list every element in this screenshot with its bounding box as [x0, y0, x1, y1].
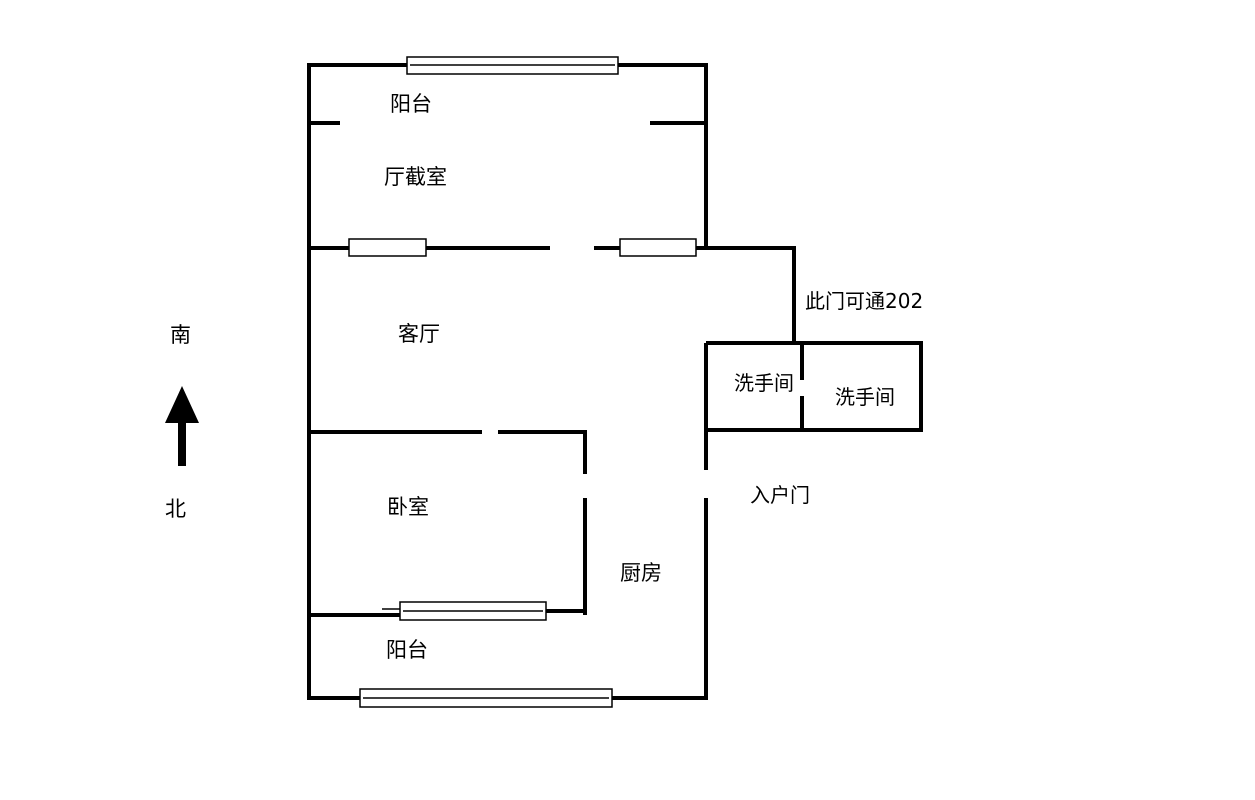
compass: 南 北 — [165, 323, 199, 521]
room-label-washroom-1: 洗手间 — [734, 371, 794, 395]
room-label-washroom-2: 洗手间 — [835, 385, 895, 409]
window-top — [406, 56, 619, 75]
walls — [307, 63, 923, 700]
window-bedroom — [382, 601, 547, 621]
window-bottom — [359, 688, 613, 708]
room-label-bedroom: 卧室 — [387, 495, 429, 519]
room-label-balcony-bottom: 阳台 — [386, 638, 428, 662]
room-labels: 阳台 厅截室 客厅 卧室 厨房 阳台 洗手间 洗手间 此门可通202 入户门 — [384, 92, 923, 662]
room-label-balcony-top: 阳台 — [390, 92, 432, 116]
window-sunroom-left — [348, 238, 427, 257]
room-label-living-room: 客厅 — [398, 322, 440, 346]
window-sunroom-right — [619, 238, 697, 257]
compass-north-label: 北 — [165, 497, 186, 521]
door-note-202: 此门可通202 — [805, 289, 923, 313]
room-label-kitchen: 厨房 — [620, 561, 662, 585]
entrance-label: 入户门 — [750, 483, 810, 507]
room-label-sunroom: 厅截室 — [384, 165, 447, 189]
windows — [348, 56, 697, 708]
compass-south-label: 南 — [170, 323, 191, 347]
up-arrow-icon — [165, 386, 199, 466]
